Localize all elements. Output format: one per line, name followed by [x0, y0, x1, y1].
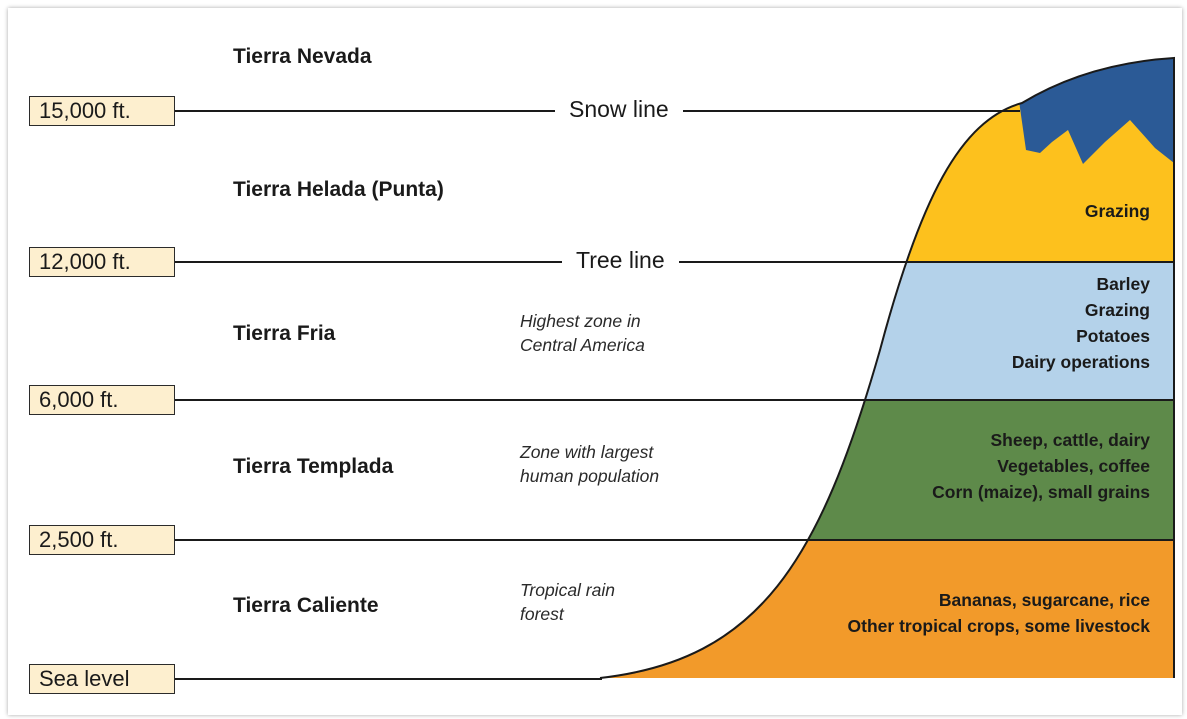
- zone-note-templada-line1: Zone with largest: [520, 442, 654, 462]
- land-use-item: Other tropical crops, some livestock: [847, 616, 1150, 636]
- tree-line-label: Tree line: [562, 247, 679, 274]
- land-use-caliente: Bananas, sugarcane, rice Other tropical …: [848, 587, 1150, 639]
- land-use-item: Barley: [1096, 274, 1150, 294]
- zone-note-fria-line2: Central America: [520, 335, 645, 355]
- land-use-item: Dairy operations: [1011, 352, 1150, 372]
- land-use-item: Vegetables, coffee: [997, 456, 1150, 476]
- land-use-helada: Grazing: [1085, 198, 1150, 224]
- land-use-item: Grazing: [1084, 300, 1150, 320]
- land-use-item: Corn (maize), small grains: [932, 482, 1150, 502]
- mountain-outline: [599, 56, 1175, 679]
- land-use-templada: Sheep, cattle, dairy Vegetables, coffee …: [932, 427, 1150, 505]
- zone-name-helada: Tierra Helada (Punta): [233, 178, 444, 201]
- zone-note-fria: Highest zone in Central America: [520, 309, 645, 357]
- land-use-item: Grazing: [1084, 201, 1150, 221]
- zone-name-fria: Tierra Fria: [233, 322, 336, 345]
- land-use-item: Sheep, cattle, dairy: [990, 430, 1150, 450]
- zone-note-fria-line1: Highest zone in: [520, 311, 641, 331]
- zone-name-caliente: Tierra Caliente: [233, 594, 379, 617]
- land-use-fria: Barley Grazing Potatoes Dairy operations: [1012, 271, 1150, 375]
- zone-name-nevada: Tierra Nevada: [233, 45, 372, 68]
- zone-name-templada: Tierra Templada: [233, 455, 394, 478]
- elevation-label-6000: 6,000 ft.: [29, 385, 175, 415]
- zone-note-templada: Zone with largest human population: [520, 440, 659, 488]
- elevation-label-sea-level: Sea level: [29, 664, 175, 694]
- zone-note-caliente: Tropical rain forest: [520, 578, 615, 626]
- zone-note-caliente-line2: forest: [520, 604, 564, 624]
- zone-note-caliente-line1: Tropical rain: [520, 580, 615, 600]
- elevation-label-12000: 12,000 ft.: [29, 247, 175, 277]
- land-use-item: Bananas, sugarcane, rice: [938, 590, 1150, 610]
- snow-line-label: Snow line: [555, 96, 683, 123]
- zone-note-templada-line2: human population: [520, 466, 660, 486]
- elevation-label-2500: 2,500 ft.: [29, 525, 175, 555]
- land-use-item: Potatoes: [1076, 326, 1150, 346]
- elevation-label-15000: 15,000 ft.: [29, 96, 175, 126]
